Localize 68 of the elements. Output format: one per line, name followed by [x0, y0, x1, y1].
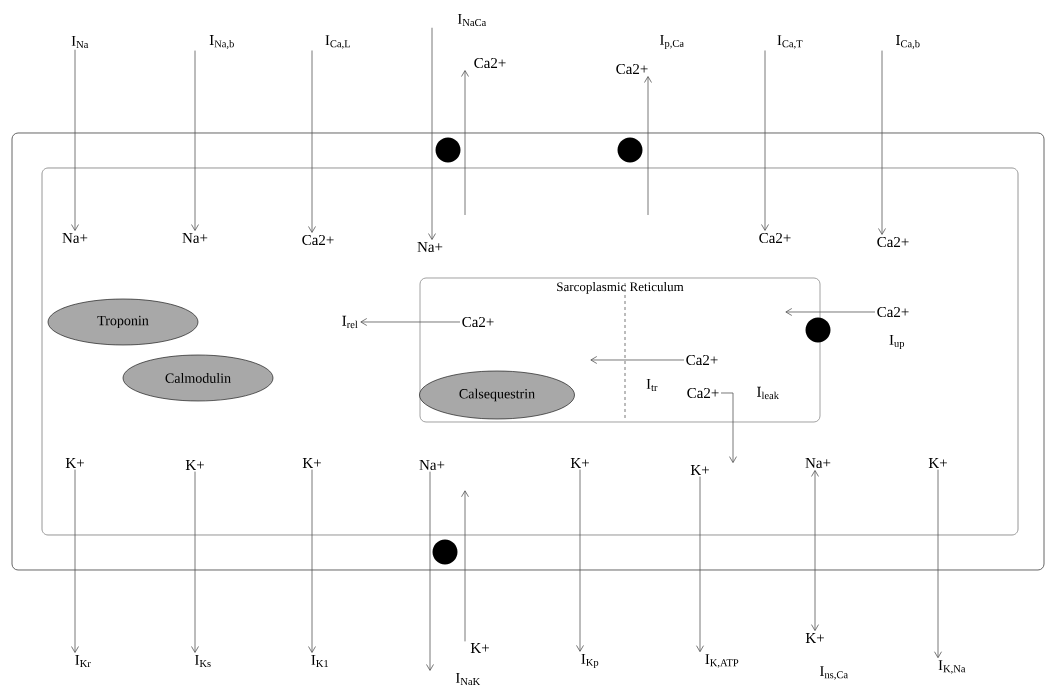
ion-label: K+ [302, 458, 321, 468]
arrow [785, 308, 876, 316]
pump-circle [805, 317, 831, 343]
cell-membrane-box [11, 132, 1045, 571]
ion-label: Ca2+ [686, 354, 718, 366]
pump-circle [435, 137, 461, 163]
current-label: I$_{Ks}$ [195, 654, 211, 668]
ion-label: Na+ [62, 233, 88, 243]
current-label: I$_{Kp}$ [581, 653, 599, 669]
arrow [720, 392, 737, 463]
current-label: I$_{NaCa}$ [457, 13, 487, 27]
current-label: I$_{Ca,b}$ [896, 35, 920, 49]
ion-label: Ca2+ [302, 234, 334, 246]
current-label: I$_{ns,Ca}$ [820, 666, 848, 680]
arrow [71, 469, 79, 653]
inner-membrane-box [41, 167, 1019, 536]
arrow [461, 490, 469, 642]
current-label: I$_{tr}$ [646, 378, 658, 392]
arrow [308, 469, 316, 653]
current-label: I$_{Kr}$ [75, 655, 91, 667]
ion-label: Ca2+ [687, 387, 719, 399]
arrow [576, 469, 584, 652]
ion-label: K+ [805, 633, 824, 643]
arrow [934, 469, 942, 659]
current-label: I$_{leak}$ [757, 386, 779, 400]
ion-label: Ca2+ [462, 316, 494, 328]
ion-label: Ca2+ [474, 57, 506, 69]
arrow [308, 50, 316, 233]
ion-label: K+ [570, 458, 589, 468]
arrow [696, 476, 704, 653]
arrow [71, 49, 79, 231]
arrow [191, 50, 199, 231]
ion-label: K+ [185, 460, 204, 470]
arrow [644, 76, 652, 216]
current-label: I$_{NaK}$ [455, 672, 481, 686]
ion-label: Na+ [417, 242, 443, 252]
arrow [461, 70, 469, 216]
ion-label: Ca2+ [877, 236, 909, 248]
arrow [360, 318, 461, 326]
ion-label: Ca2+ [877, 306, 909, 318]
ion-label: Na+ [182, 233, 208, 243]
arrow [761, 50, 769, 231]
pump-circle [432, 539, 458, 565]
ion-label: Ca2+ [759, 232, 791, 244]
current-label: I$_{Ca,T}$ [777, 35, 803, 49]
ion-label: Ca2+ [616, 63, 648, 75]
arrow [811, 470, 819, 631]
ion-label: K+ [690, 465, 709, 475]
current-label: I$_{Na,b}$ [209, 35, 234, 49]
arrow [878, 50, 886, 235]
arrow [191, 471, 199, 653]
pump-circle [617, 137, 643, 163]
current-label: I$_{K,ATP}$ [705, 654, 739, 668]
current-label: I$_{up}$ [889, 334, 905, 350]
arrow [590, 356, 685, 364]
current-label: I$_{Na}$ [71, 35, 89, 49]
current-label: I$_{K,Na}$ [938, 660, 966, 674]
current-label: I$_{Ca,L}$ [325, 35, 350, 49]
ion-label: K+ [470, 643, 489, 653]
current-label: I$_{rel}$ [342, 315, 358, 329]
ion-label: Na+ [419, 460, 445, 470]
arrow [426, 471, 434, 671]
current-label: I$_{p,Ca}$ [660, 34, 684, 50]
ion-label: Na+ [805, 458, 831, 468]
current-label: I$_{K1}$ [311, 655, 329, 667]
arrow [428, 27, 436, 240]
ion-label: K+ [65, 458, 84, 468]
ion-label: K+ [928, 458, 947, 468]
